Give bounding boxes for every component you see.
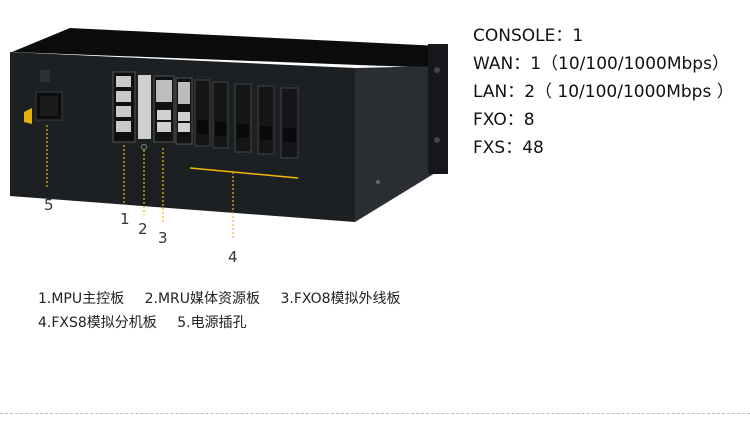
callout-2: 2 [138, 220, 148, 238]
chassis-top [12, 28, 440, 68]
mru-card [138, 75, 151, 139]
fxs-card-1 [194, 79, 211, 147]
spec-lan: LAN：2（ 10/100/1000Mbps ） [473, 82, 734, 102]
spec-fxo: FXO：8 [473, 110, 535, 130]
spec-console: CONSOLE：1 [473, 26, 584, 46]
fxs-card-3 [234, 83, 252, 153]
callout-4: 4 [228, 248, 238, 266]
spec-list: CONSOLE：1 WAN：1（10/100/1000Mbps） LAN：2（ … [473, 22, 750, 162]
device-illustration [10, 28, 448, 240]
rack-ear [428, 44, 448, 174]
legend-item-mru: 2.MRU媒体资源板 [144, 291, 261, 307]
fxs-card-2 [212, 81, 229, 149]
legend-line-2: 4.FXS8模拟分机板 5.电源插孔 [38, 311, 417, 335]
legend-item-fxs: 4.FXS8模拟分机板 [38, 315, 157, 331]
fxs-card-5 [280, 87, 299, 159]
legend-item-power: 5.电源插孔 [177, 315, 247, 331]
spec-wan: WAN：1（10/100/1000Mbps） [473, 54, 729, 74]
dashed-divider [0, 413, 750, 414]
legend-item-mpu: 1.MPU主控板 [38, 291, 125, 307]
callout-3: 3 [158, 229, 168, 247]
legend-line-1: 1.MPU主控板 2.MRU媒体资源板 3.FXO8模拟外线板 [38, 287, 417, 311]
chassis-side [355, 66, 440, 222]
fxs-card-4 [257, 85, 275, 155]
power-switch [40, 70, 50, 82]
legend: 1.MPU主控板 2.MRU媒体资源板 3.FXO8模拟外线板 4.FXS8模拟… [38, 287, 417, 335]
callout-1: 1 [120, 210, 130, 228]
spec-fxs: FXS：48 [473, 138, 544, 158]
callout-5: 5 [44, 196, 54, 214]
legend-item-fxo: 3.FXO8模拟外线板 [280, 291, 401, 307]
